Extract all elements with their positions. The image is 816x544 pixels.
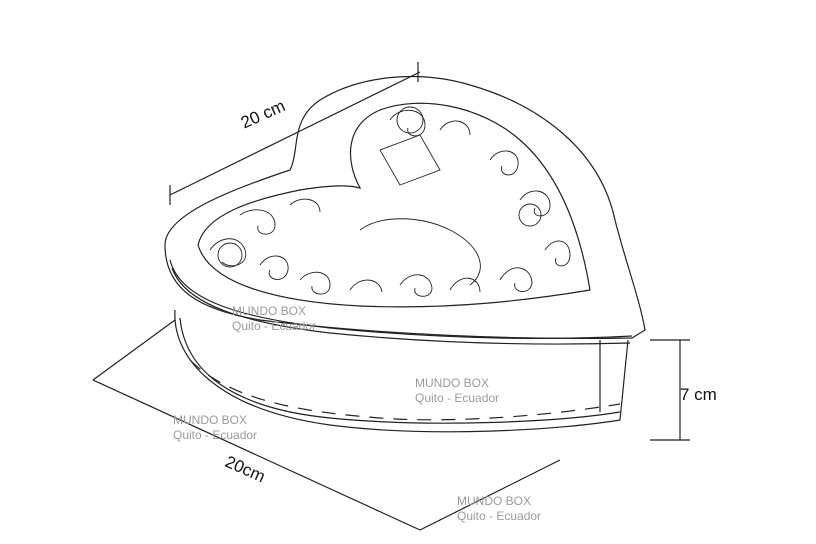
watermark: MUNDO BOX Quito - Ecuador: [173, 413, 257, 443]
watermark: MUNDO BOX Quito - Ecuador: [232, 304, 316, 334]
height-label: 7 cm: [680, 385, 717, 404]
butterfly-icon: [379, 134, 441, 186]
box-side: [174, 309, 629, 433]
watermark-line2: Quito - Ecuador: [415, 391, 500, 405]
watermark: MUNDO BOX Quito - Ecuador: [457, 494, 541, 524]
dimension-line-height: [650, 339, 690, 441]
watermark-line1: MUNDO BOX: [415, 376, 490, 390]
watermark-line2: Quito - Ecuador: [173, 428, 258, 442]
watermark: MUNDO BOX Quito - Ecuador: [415, 376, 499, 406]
dimension-line-top: [169, 62, 421, 205]
watermark-line2: Quito - Ecuador: [457, 509, 542, 523]
watermark-line2: Quito - Ecuador: [232, 319, 317, 333]
dimension-line-bottom: [92, 319, 561, 531]
heart-lid: [164, 75, 646, 345]
watermark-line1: MUNDO BOX: [232, 304, 307, 318]
watermark-line1: MUNDO BOX: [173, 413, 248, 427]
watermark-line1: MUNDO BOX: [457, 494, 532, 508]
